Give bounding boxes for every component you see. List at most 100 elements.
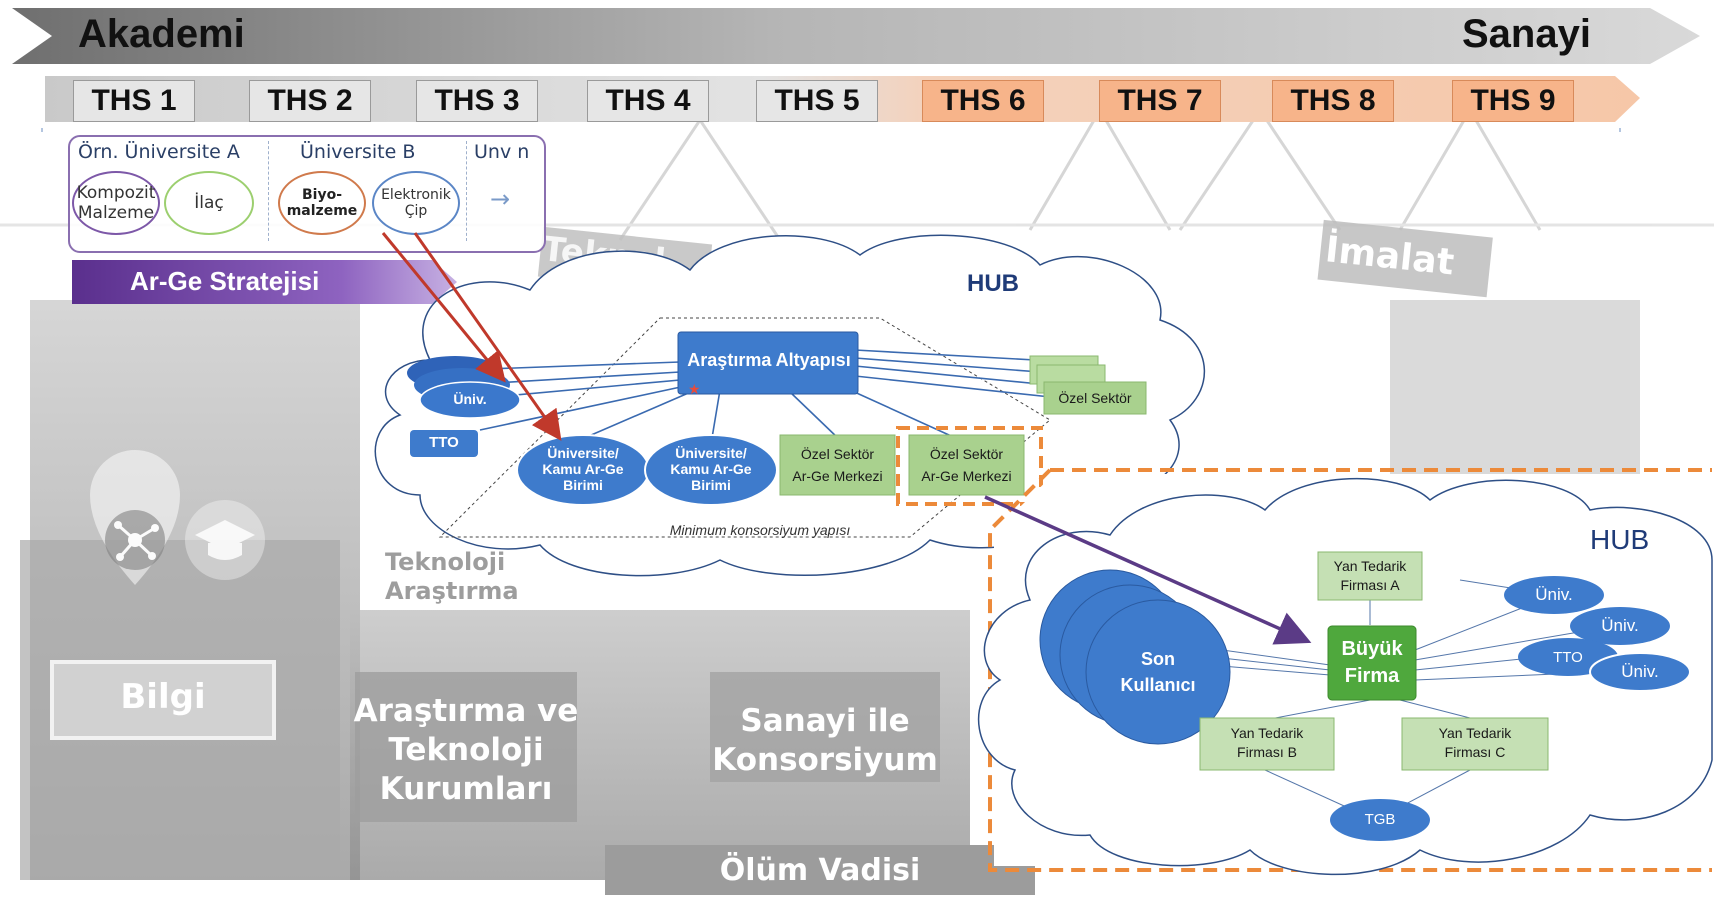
akademi-label: Akademi xyxy=(78,12,245,56)
hub1-research-infra-box xyxy=(677,331,859,395)
hub2-tto-label: TTO xyxy=(1553,649,1583,666)
hub2-supplier-c-box xyxy=(1401,717,1549,771)
uni-n-arrow: → xyxy=(490,185,511,213)
elektronik-cip-field: Elektronik Çip xyxy=(372,171,460,235)
hub2-supplier-b-box xyxy=(1199,717,1335,771)
sanayi-konsorsiyum-line2: Konsorsiyum xyxy=(712,741,938,778)
hub1-public-rd-2-oval xyxy=(644,434,778,506)
university-research-areas: Örn. Üniversite A Üniversite B Unv n Kom… xyxy=(68,135,546,253)
banner-arrow xyxy=(12,8,1700,64)
hub1-private-rd-2-line1: Özel Sektör xyxy=(929,446,1004,462)
hub2-supplier-c-line2: Firması C xyxy=(1444,743,1506,760)
hub2-supplier-a-line1: Yan Tedarik xyxy=(1333,558,1407,574)
ths-3: THS 3 xyxy=(416,80,538,122)
hub1-research-infra-label: Araştırma Altyapısı xyxy=(687,350,851,370)
hub2-big-firm-box xyxy=(1327,625,1417,701)
bilgi-plate xyxy=(50,660,276,740)
hub1-public-rd-2-line2: Kamu Ar-Ge xyxy=(670,461,752,478)
strategy-bar xyxy=(72,260,457,304)
hub2-big-firm-line1: Büyük xyxy=(1341,638,1403,660)
uni-b-title: Üniversite B xyxy=(300,141,416,163)
purple-arrow-to-big-firm xyxy=(984,495,1312,645)
arastirma-plate xyxy=(355,672,577,822)
consortium-outline xyxy=(438,317,1051,538)
hub2-end-user-line1: Son xyxy=(1141,649,1175,669)
hub1-private-rd-1-label: Özel Sektör Ar-Ge Merkezi xyxy=(780,444,895,487)
ths-2: THS 2 xyxy=(249,80,371,122)
ths-7: THS 7 xyxy=(1099,80,1221,122)
arastirma-kurumlari-line3: Kurumları xyxy=(379,770,553,807)
teknoloji-arastirma-label: Teknoloji Araştırma xyxy=(385,548,519,606)
hub1-highlight-box xyxy=(896,426,1043,506)
red-arrow-biyomalzeme xyxy=(381,232,506,383)
hub2-univ-3-label: Üniv. xyxy=(1621,662,1659,681)
graduation-cap-icon xyxy=(185,500,265,580)
hub1-univ-label: Üniv. xyxy=(453,391,487,407)
hub1-public-rd-1-label: Üniversite/ Kamu Ar-Ge Birimi xyxy=(523,445,643,493)
kompozit-field: Kompozit Malzeme xyxy=(72,171,160,235)
hub1-public-rd-2-line3: Birimi xyxy=(691,477,731,494)
hub2-univ-3-oval xyxy=(1589,652,1691,692)
ths-9: THS 9 xyxy=(1452,80,1574,122)
biyomalzeme-field: Biyo- malzeme xyxy=(278,171,366,235)
hub2-supplier-a-label: Yan Tedarik Firması A xyxy=(1318,557,1422,595)
hub1-consortium-caption: Minimum konsorsiyum yapısı xyxy=(669,522,851,538)
sanayi-konsorsiyum-line1: Sanayi ile xyxy=(740,703,910,739)
hub2-univ-2-label: Üniv. xyxy=(1601,616,1639,635)
strategy-label: Ar-Ge Stratejisi xyxy=(130,266,320,296)
hub2-univ-1-oval xyxy=(1504,576,1604,614)
network-pin-icon xyxy=(90,450,180,585)
hub1-private-rd-1-line2: Ar-Ge Merkezi xyxy=(792,467,883,484)
teknoloji-arastirma-line1: Teknoloji xyxy=(385,548,506,576)
hub1-public-rd-1-line2: Kamu Ar-Ge xyxy=(542,461,624,478)
hub2-end-user-label: Son Kullanıcı xyxy=(1098,646,1218,698)
olum-vadisi-plate xyxy=(605,845,1035,895)
hub1-private-rd-1-line1: Özel Sektör xyxy=(800,446,875,462)
ths-1: THS 1 xyxy=(73,80,195,122)
hub2-tgb-oval xyxy=(1330,799,1430,841)
arastirma-kurumlari-line2: Teknoloji xyxy=(388,731,544,768)
hub2-supplier-a-box xyxy=(1317,551,1423,601)
hub1-public-rd-2-line1: Üniversite/ xyxy=(675,445,747,461)
hub2-supplier-b-line1: Yan Tedarik xyxy=(1230,725,1304,741)
arastirma-kurumlari-line1: Araştırma ve xyxy=(353,693,579,729)
uni-divider-1 xyxy=(268,141,269,241)
hub1-private-rd-2-label: Özel Sektör Ar-Ge Merkezi xyxy=(909,444,1024,487)
uni-n-title: Unv n xyxy=(474,141,530,163)
hub1-title: HUB xyxy=(967,270,1019,297)
hub1-tto-label: TTO xyxy=(429,434,459,451)
hub2-univ-2-oval xyxy=(1570,607,1670,645)
ths-8: THS 8 xyxy=(1272,80,1394,122)
hub1-private-rd-2-line2: Ar-Ge Merkezi xyxy=(921,467,1012,484)
hub2-end-user-line2: Kullanıcı xyxy=(1120,675,1196,696)
hub1-private-rd-1-box xyxy=(779,434,896,496)
hub1-tto-box xyxy=(410,430,478,457)
hub1-private-sector-label: Özel Sektör xyxy=(1058,390,1132,406)
sanayi-konsorsiyum-label: Sanayi ile Konsorsiyum xyxy=(705,702,945,780)
hub2-end-user-circle-3 xyxy=(1085,599,1231,745)
hub1-public-rd-1-line1: Üniversite/ xyxy=(547,445,619,461)
red-arrow-elektronik xyxy=(413,232,562,441)
hub2-tgb-label: TGB xyxy=(1364,811,1396,828)
olum-vadisi-label: Ölüm Vadisi xyxy=(719,853,921,888)
imalat-plate xyxy=(1317,219,1493,298)
bilgi-label: Bilgi xyxy=(120,677,206,717)
arastirma-kurumlari-label: Araştırma ve Teknoloji Kurumları xyxy=(350,692,582,808)
sanayi-label: Sanayi xyxy=(1462,12,1591,56)
hub1-public-rd-1-line3: Birimi xyxy=(563,477,603,494)
uni-a-title: Örn. Üniversite A xyxy=(78,141,240,163)
ths-4: THS 4 xyxy=(587,80,709,122)
uni-divider-2 xyxy=(466,141,467,241)
hub2-supplier-c-label: Yan Tedarik Firması C xyxy=(1402,724,1548,762)
hub1-star-icon: ★ xyxy=(688,381,701,397)
hub2-supplier-b-label: Yan Tedarik Firması B xyxy=(1200,724,1334,762)
hub2-big-firm-label: Büyük Firma xyxy=(1328,636,1416,690)
hub2-supplier-c-line1: Yan Tedarik xyxy=(1438,725,1512,741)
teknoloji-arastirma-line2: Araştırma xyxy=(385,576,519,605)
ths-6: THS 6 xyxy=(922,80,1044,122)
hub2-supplier-b-line2: Firması B xyxy=(1237,743,1297,760)
